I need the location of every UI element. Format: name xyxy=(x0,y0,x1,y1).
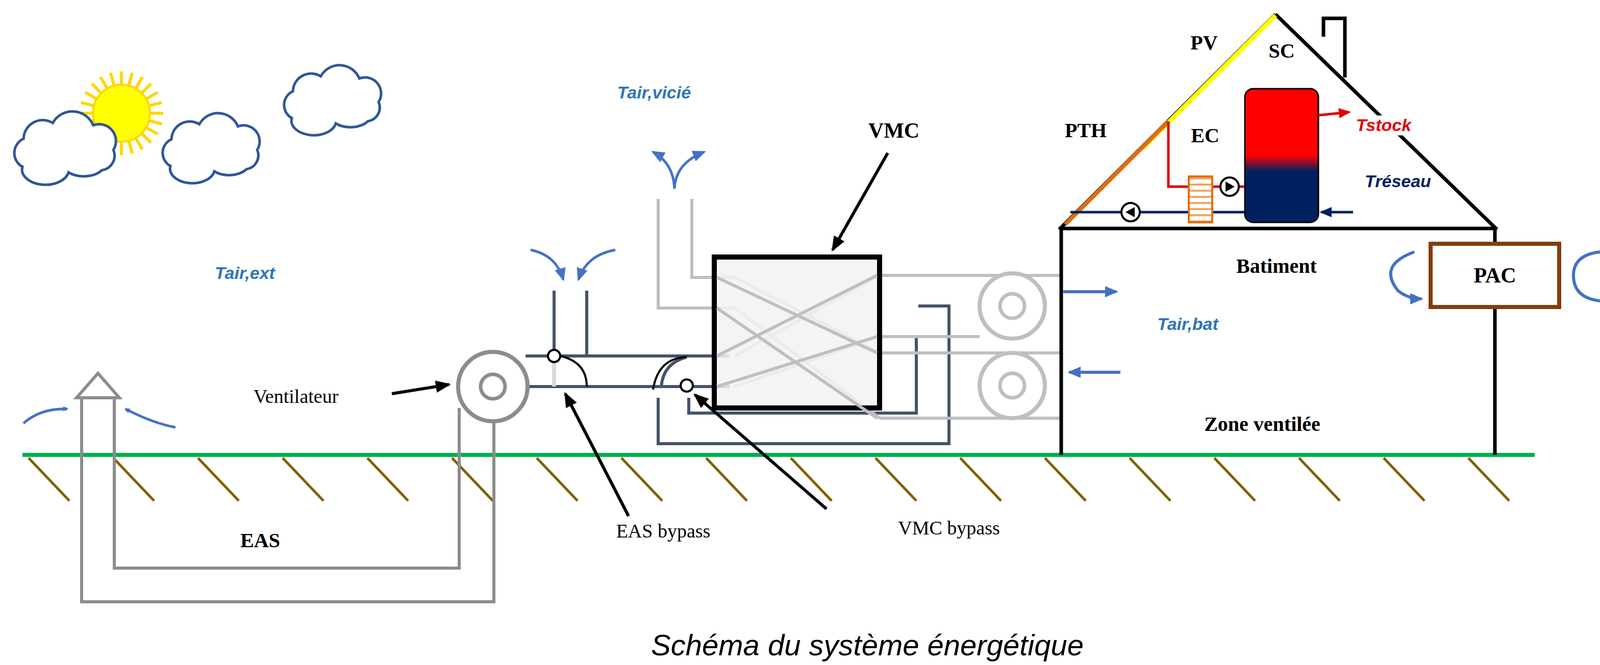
eas-pipe xyxy=(23,373,494,603)
hatch-stroke xyxy=(875,458,917,502)
house-outline xyxy=(1059,14,1497,456)
exhaust-ducts xyxy=(658,198,1062,419)
hatch-stroke xyxy=(367,458,409,502)
ground-hatching xyxy=(28,458,1510,502)
part-label: EC xyxy=(1188,123,1222,148)
variable-label: Tair,bat xyxy=(1155,314,1221,335)
building-fans xyxy=(979,273,1045,419)
eas-bypass-valve xyxy=(547,350,587,387)
vmc-unit xyxy=(653,257,880,419)
hatch-stroke xyxy=(706,458,747,502)
part-label: EAS bypass xyxy=(614,520,713,543)
part-label: EAS xyxy=(238,529,283,553)
cloud xyxy=(162,113,260,184)
part-label: SC xyxy=(1266,39,1297,63)
solar-loop xyxy=(1070,88,1354,223)
node-text: Batiment xyxy=(1234,254,1319,279)
hatch-stroke xyxy=(1298,458,1340,502)
part-label: VMC bypass xyxy=(895,517,1003,540)
ground-line xyxy=(22,453,1535,458)
figure-caption: Schéma du système énergétique xyxy=(651,628,1084,663)
heat-pump-box: PAC xyxy=(1428,241,1562,310)
bypass-intake-arrows xyxy=(530,250,616,280)
exhaust-arrows xyxy=(653,152,705,189)
node-text: PAC xyxy=(1471,263,1518,288)
hatch-stroke xyxy=(960,458,1002,502)
part-label: Ventilateur xyxy=(251,385,341,409)
node-text: Zone ventilée xyxy=(1202,412,1323,437)
hatch-stroke xyxy=(1468,458,1510,502)
hatch-stroke xyxy=(113,458,155,502)
variable-label: Tair,vicié xyxy=(615,82,693,103)
cloud xyxy=(284,65,382,136)
variable-label: Tréseau xyxy=(1362,171,1434,192)
part-label: VMC xyxy=(866,118,922,143)
hatch-stroke xyxy=(28,458,70,502)
part-label: PTH xyxy=(1062,118,1109,143)
hatch-stroke xyxy=(536,458,578,502)
hatch-stroke xyxy=(1214,458,1256,502)
hatch-stroke xyxy=(197,458,239,502)
indoor-air-arrows xyxy=(1063,291,1121,373)
fan xyxy=(458,352,528,422)
hatch-stroke xyxy=(621,458,663,502)
variable-label: Tstock xyxy=(1354,115,1414,136)
hatch-stroke xyxy=(1129,458,1171,502)
hatch-stroke xyxy=(1044,458,1086,502)
hatch-stroke xyxy=(1383,458,1425,502)
variable-label: Tair,ext xyxy=(212,263,278,284)
cloud xyxy=(14,111,116,185)
leader-arrows xyxy=(391,153,888,517)
clouds xyxy=(14,65,382,185)
hatch-stroke xyxy=(282,458,324,502)
part-label: PV xyxy=(1188,31,1220,55)
